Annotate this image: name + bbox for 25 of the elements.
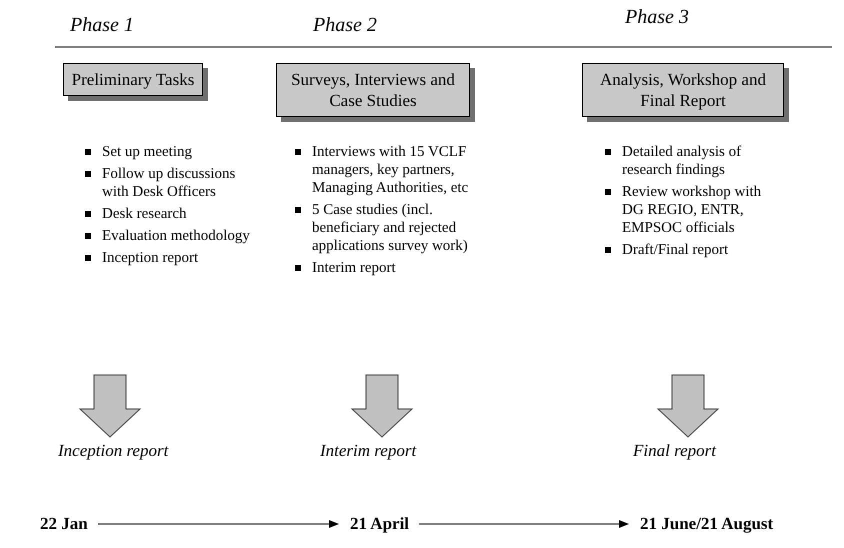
output-label: Inception report: [58, 441, 168, 461]
output-label: Final report: [633, 441, 716, 461]
date-label: 22 Jan: [40, 514, 88, 534]
date-label: 21 April: [350, 514, 410, 534]
bullet-item: Follow up discussions with Desk Officers: [80, 165, 258, 201]
phase-heading: Phase 3: [625, 6, 689, 29]
date-label: 21 June/21 August: [640, 514, 774, 534]
arrow: [418, 520, 629, 528]
bullet-item: Detailed analysis of research findings: [600, 143, 780, 179]
bullet-item: Interim report: [290, 259, 472, 277]
phase-heading: Phase 1: [70, 14, 134, 37]
bullet-item: Evaluation methodology: [80, 227, 258, 245]
arrow: [98, 520, 339, 528]
block-arrow: [350, 374, 414, 438]
output-label: Interim report: [320, 441, 416, 461]
block-arrow: [656, 374, 720, 438]
bullet-item: Desk research: [80, 205, 258, 223]
bullet-item: Review workshop with DG REGIO, ENTR, EMPSOC officials: [600, 183, 780, 237]
bullet-item: Draft/Final report: [600, 241, 780, 259]
phase-heading: Phase 2: [313, 14, 377, 37]
bullet-item: Set up meeting: [80, 143, 258, 161]
bullet-item: 5 Case studies (incl. beneficiary and rejected applications survey work): [290, 201, 472, 255]
bullet-item: Interviews with 15 VCLF managers, key partners, Managing Authorities, etc: [290, 143, 472, 197]
bullet-item: Inception report: [80, 249, 258, 267]
block-arrow: [78, 374, 142, 438]
